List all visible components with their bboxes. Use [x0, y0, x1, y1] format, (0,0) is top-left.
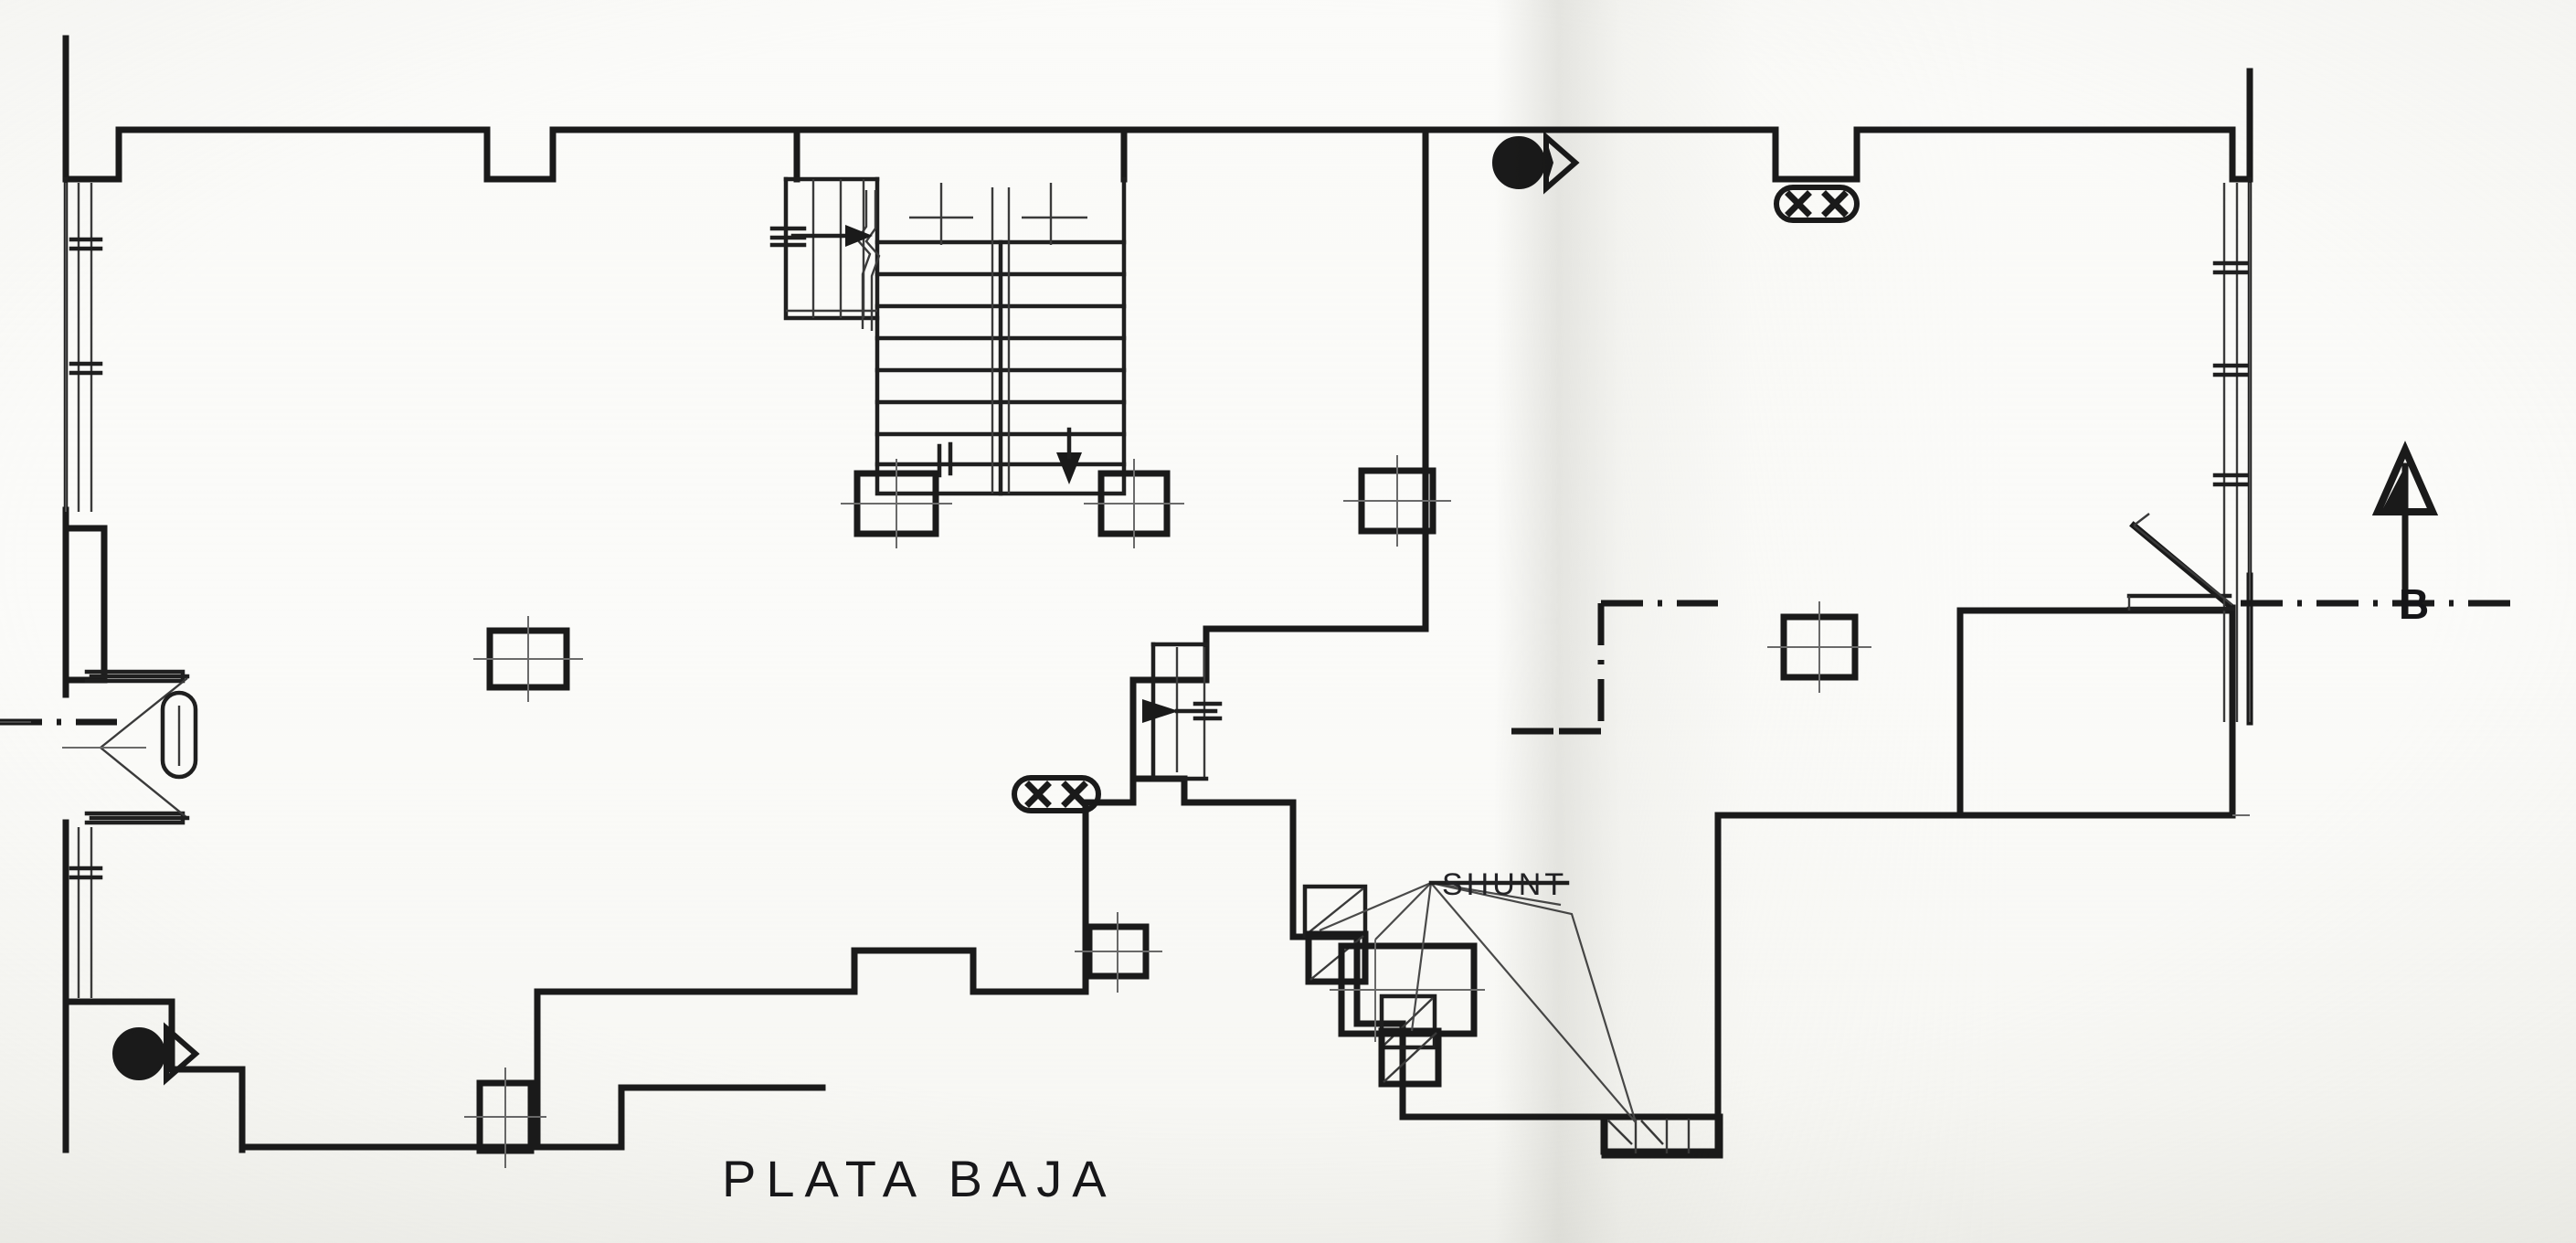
- stair-main: [875, 176, 1127, 496]
- window-run-left-lower: [69, 827, 103, 998]
- wall-upper-mid: [1120, 126, 1429, 183]
- door-double-left: [62, 669, 198, 825]
- door-shunt-a: [1302, 884, 1368, 939]
- wall-centre-right-a: [1289, 799, 1361, 940]
- column: [1084, 459, 1184, 548]
- shunt-leader-4: [1430, 882, 1637, 1123]
- wall-upper-stairwell-head: [793, 126, 1128, 183]
- section-marker-label: B: [2399, 580, 2430, 628]
- xx-fixture-symbol-right: [1774, 185, 1860, 223]
- column: [1767, 601, 1871, 693]
- shunt-leader-1: [1319, 881, 1432, 932]
- stair-arrow-left-head: [1142, 699, 1179, 723]
- page-title: PLATA BAJA: [722, 1150, 1117, 1207]
- misc-detail: [0, 513, 2250, 816]
- shunt-label: SHUNT: [1442, 867, 1568, 902]
- wall-right-chamfer: [2129, 521, 2236, 634]
- wall-upper-right-run: [1550, 126, 2236, 183]
- wall-upper-left-run: [62, 126, 800, 183]
- window-run-left: [65, 183, 103, 512]
- stair-upper-winder: [769, 176, 881, 331]
- section-axis-lines: [0, 600, 2522, 735]
- wall-right-step-up: [1956, 607, 2236, 819]
- exterior-wall-outline: [62, 35, 2253, 1155]
- column: [841, 459, 952, 548]
- xx-fixture-symbol-centre: [1012, 775, 1101, 813]
- shunt-leader-2: [1374, 882, 1432, 940]
- wall-bottom-centre-run: [1399, 1107, 1607, 1121]
- column: [473, 616, 583, 702]
- column: [1343, 455, 1451, 547]
- column: [464, 1068, 546, 1168]
- shunt-duct-b: [1330, 940, 1485, 1042]
- valve-symbol-top: [1492, 131, 1580, 195]
- wall-left-pier: [62, 525, 108, 684]
- wall-bottom-step-up: [618, 1084, 826, 1151]
- wall-bottom-left-run: [239, 1066, 625, 1151]
- columns-group: [464, 455, 1871, 1168]
- wall-centre-bottom-run: [534, 947, 1089, 995]
